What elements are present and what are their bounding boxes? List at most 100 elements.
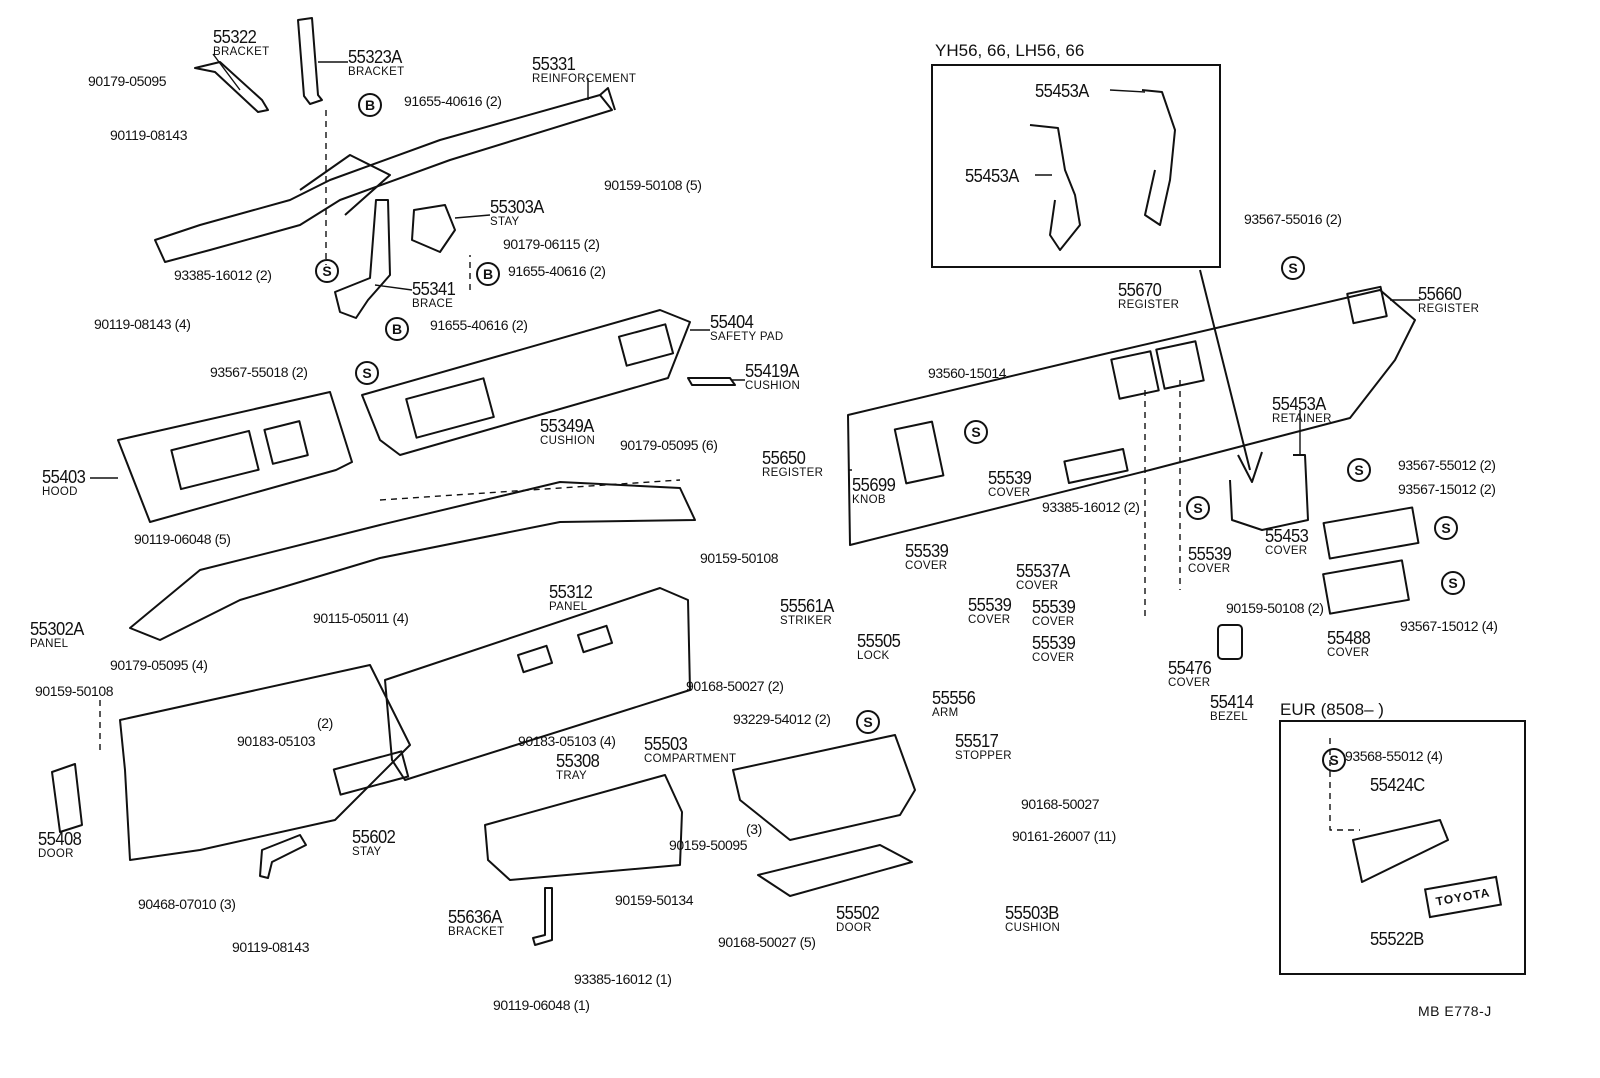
diagram-code: MB E778-J [1418,1003,1492,1019]
panel-55312-drawing [384,587,691,781]
part-number: 55453A [1035,81,1089,101]
s-marker-icon: S [315,259,339,283]
b-marker-icon: B [476,262,500,286]
part-number: 55453A [1272,394,1326,414]
fastener-label: 90159-50095 [669,837,748,853]
part-name: CUSHION [1005,922,1061,934]
part-number: 55312 [549,582,593,602]
part-number: 55660 [1418,284,1462,304]
part-number: 55414 [1210,692,1254,712]
s-marker-icon: S [1322,748,1346,772]
part-number: 55453A [965,166,1019,186]
part-name: REINFORCEMENT [532,73,637,85]
fastener-label: 90161-26007 (11) [1012,828,1116,844]
fastener-label: 90115-05011 (4) [313,610,409,626]
s-marker-icon: S [1434,516,1458,540]
part-number: 55419A [745,361,799,381]
part-number: 55602 [352,827,396,847]
tray-drawing [484,774,683,881]
part-number: 55404 [710,312,754,332]
fastener-label: 90168-50027 (5) [718,934,816,950]
fastener-label: 93385-16012 (1) [574,971,672,987]
assembly-arrow [1199,269,1263,483]
part-number: 55539 [968,595,1012,615]
fastener-label: 90159-50108 [700,550,779,566]
s-marker-icon: S [1281,256,1305,280]
fastener-label: 90468-07010 (3) [138,896,236,912]
fastener-label: 91655-40616 (2) [430,317,528,333]
s-marker-icon: S [856,710,880,734]
inset-bracket-right [1141,89,1176,226]
part-name: PANEL [30,638,69,650]
part-name: COVER [905,560,948,572]
part-number: 55556 [932,688,976,708]
part-name: DOOR [836,922,872,934]
part-name: COVER [988,487,1031,499]
fastener-label: 90168-50027 [1021,796,1100,812]
part-name: LOCK [857,650,890,662]
s-marker-icon: S [1186,496,1210,520]
stay-55602-drawing [259,834,307,879]
part-number: 55636A [448,907,502,927]
cushion-55419a-drawing [687,377,736,386]
fastener-label: 91655-40616 (2) [508,263,606,279]
part-name: BRACKET [348,66,405,78]
part-callout-55453a: 55453A [1035,82,1093,100]
fastener-label: 90179-05095 (4) [110,657,208,673]
part-number: 55503 [644,734,688,754]
part-number: 55503B [1005,903,1059,923]
part-name: HOOD [42,486,78,498]
part-number: 55539 [1032,597,1076,617]
part-name: CUSHION [745,380,801,392]
part-number: 55476 [1168,658,1212,678]
part-number: 55539 [988,468,1032,488]
part-number: 55341 [412,279,456,299]
part-name: PANEL [549,601,588,613]
fastener-label: 93567-15012 (2) [1398,481,1496,497]
part-name: COMPARTMENT [644,753,737,765]
fastener-label: 90159-50134 [615,892,694,908]
part-number: 55539 [1188,544,1232,564]
part-name: SAFETY PAD [710,331,784,343]
fastener-label: 90119-08143 [110,127,188,143]
part-name: STAY [352,846,382,858]
part-name: BRACE [412,298,454,310]
part-name: COVER [968,614,1011,626]
part-number: 55408 [38,829,82,849]
s-marker-icon: S [355,361,379,385]
part-name: COVER [1327,647,1370,659]
part-name: COVER [1032,652,1075,664]
part-name: COVER [1016,580,1059,592]
part-number: 55699 [852,475,896,495]
fastener-label: 93385-16012 (2) [174,267,272,283]
fastener-label: 90119-08143 [232,939,310,955]
part-number: 55670 [1118,280,1162,300]
part-callout-55522b: 55522B [1370,930,1428,948]
part-callout-55453a: 55453A [965,167,1023,185]
part-number: 55322 [213,27,257,47]
part-name: COVER [1032,616,1075,628]
fastener-label: 90119-06048 (1) [493,997,590,1013]
part-number: 55488 [1327,628,1371,648]
fastener-label: 93567-55012 (2) [1398,457,1496,473]
part-name: STOPPER [955,750,1012,762]
part-name: DOOR [38,848,74,860]
retainer-drawing [1229,454,1309,531]
